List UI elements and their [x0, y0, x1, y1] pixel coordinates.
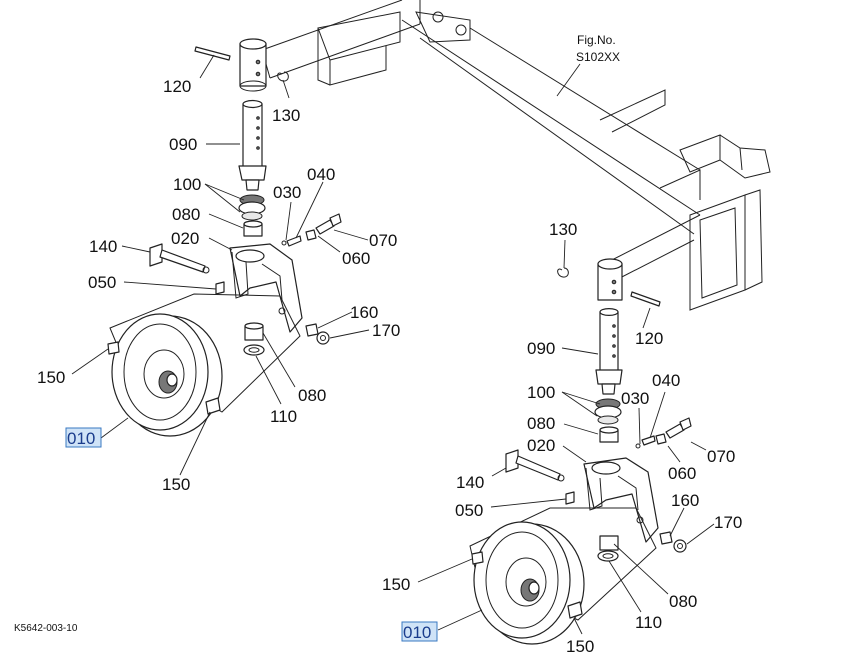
- figure-number: Fig.No. S102XX: [576, 33, 620, 64]
- frame: [261, 0, 771, 311]
- part-label-120[interactable]: 120: [635, 329, 663, 348]
- part-label-130[interactable]: 130: [272, 106, 300, 125]
- part-label-080-lower[interactable]: 080: [669, 592, 697, 611]
- part-label-150[interactable]: 150: [37, 368, 65, 387]
- part-label-100[interactable]: 100: [527, 383, 555, 402]
- part-label-090[interactable]: 090: [527, 339, 555, 358]
- part-label-080[interactable]: 080: [172, 205, 200, 224]
- part-label-020[interactable]: 020: [527, 436, 555, 455]
- part-label-020[interactable]: 020: [171, 229, 199, 248]
- part-label-010[interactable]: 010: [67, 429, 95, 448]
- part-label-100[interactable]: 100: [173, 175, 201, 194]
- part-label-130[interactable]: 130: [549, 220, 577, 239]
- right-part-labels: 130 120 090 100 040 030 080 070 020 060 …: [382, 220, 742, 656]
- part-label-150-lower[interactable]: 150: [566, 637, 594, 656]
- part-label-090[interactable]: 090: [169, 135, 197, 154]
- part-label-110[interactable]: 110: [635, 613, 662, 632]
- part-label-040[interactable]: 040: [307, 165, 335, 184]
- part-label-150-lower[interactable]: 150: [162, 475, 190, 494]
- part-label-030[interactable]: 030: [621, 389, 649, 408]
- part-label-070[interactable]: 070: [707, 447, 735, 466]
- right-caster-assembly: [469, 258, 692, 645]
- part-label-120[interactable]: 120: [163, 77, 191, 96]
- part-label-140[interactable]: 140: [456, 473, 484, 492]
- part-label-170[interactable]: 170: [714, 513, 742, 532]
- part-label-080[interactable]: 080: [527, 414, 555, 433]
- part-label-060[interactable]: 060: [668, 464, 696, 483]
- drawing-code: K5642-003-10: [14, 623, 78, 634]
- left-caster-assembly: [107, 38, 342, 437]
- part-label-150[interactable]: 150: [382, 575, 410, 594]
- part-label-160[interactable]: 160: [350, 303, 378, 322]
- part-label-080-lower[interactable]: 080: [298, 386, 326, 405]
- part-label-060[interactable]: 060: [342, 249, 370, 268]
- part-label-160[interactable]: 160: [671, 491, 699, 510]
- leader-lines: [71, 54, 715, 635]
- part-label-040[interactable]: 040: [652, 371, 680, 390]
- part-label-050[interactable]: 050: [88, 273, 116, 292]
- part-label-030[interactable]: 030: [273, 183, 301, 202]
- fig-label: Fig.No.: [577, 33, 616, 47]
- part-label-140[interactable]: 140: [89, 237, 117, 256]
- left-part-labels: 120 130 090 100 030 040 080 070 020 140 …: [37, 77, 400, 494]
- part-label-010[interactable]: 010: [403, 623, 431, 642]
- part-010-highlight: [401, 621, 438, 642]
- fig-number: S102XX: [576, 50, 620, 64]
- part-010-highlight: [65, 427, 102, 448]
- part-label-050[interactable]: 050: [455, 501, 483, 520]
- part-label-070[interactable]: 070: [369, 231, 397, 250]
- part-label-170[interactable]: 170: [372, 321, 400, 340]
- part-label-110[interactable]: 110: [270, 407, 297, 426]
